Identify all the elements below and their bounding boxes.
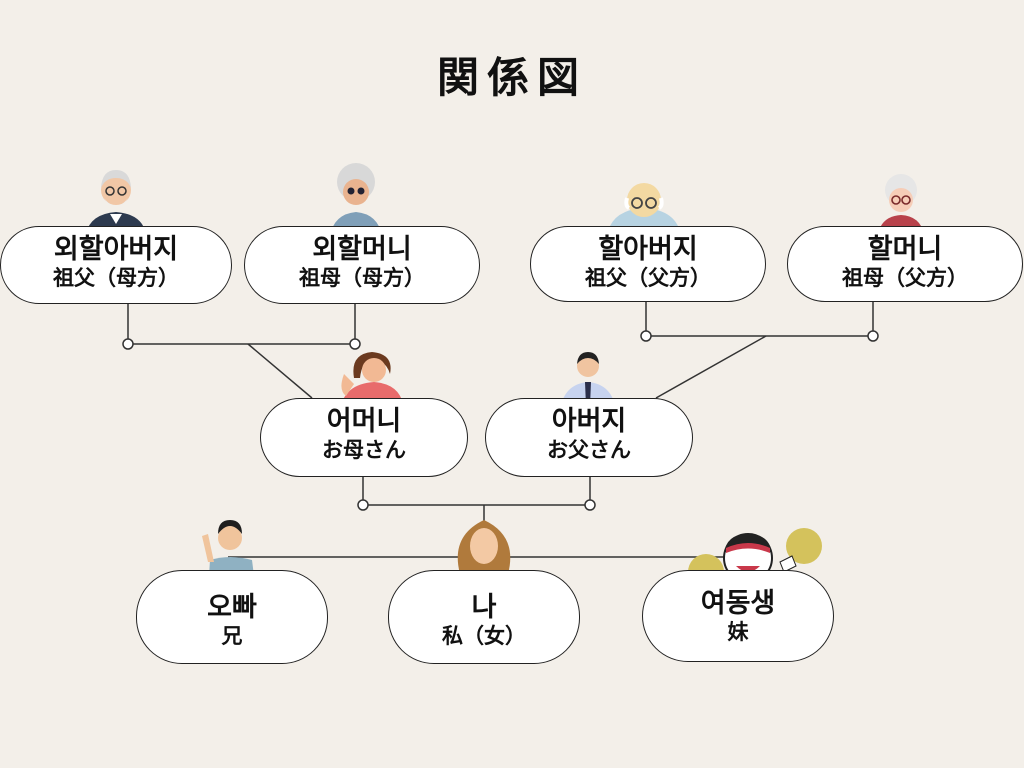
korean-label: 외할아버지 — [53, 234, 179, 265]
maternal-grandmother-node: 외할머니 祖母（母方） — [244, 226, 480, 304]
japanese-label: 私（女） — [442, 624, 526, 648]
grandmother-paternal-avatar — [878, 174, 924, 234]
korean-label: 여동생 — [700, 588, 776, 619]
korean-label: 오빠 — [207, 592, 257, 623]
grandfather-avatar — [86, 170, 146, 234]
japanese-label: 兄 — [221, 624, 243, 648]
grandmother-avatar — [330, 163, 382, 236]
japanese-label: 祖父（母方） — [53, 266, 179, 290]
korean-label: 어머니 — [326, 406, 402, 437]
korean-label: 할머니 — [867, 234, 943, 265]
japanese-label: 祖母（父方） — [842, 266, 968, 290]
japanese-label: 妹 — [727, 620, 749, 644]
japanese-label: 祖母（母方） — [299, 266, 425, 290]
page-title: 関係図 — [436, 53, 587, 102]
maternal-grandfather-node: 외할아버지 祖父（母方） — [0, 226, 232, 304]
younger-sister-node: 여동생 妹 — [642, 570, 834, 662]
korean-label: 아버지 — [551, 406, 627, 437]
korean-label: 나 — [471, 592, 497, 623]
japanese-label: お父さん — [547, 438, 631, 462]
older-brother-node: 오빠 兄 — [136, 570, 328, 664]
paternal-grandmother-node: 할머니 祖母（父方） — [787, 226, 1023, 302]
mother-node: 어머니 お母さん — [260, 398, 468, 477]
paternal-grandfather-node: 할아버지 祖父（父方） — [530, 226, 766, 302]
japanese-label: お母さん — [322, 438, 406, 462]
korean-label: 할아버지 — [598, 234, 698, 265]
me-node: 나 私（女） — [388, 570, 580, 664]
japanese-label: 祖父（父方） — [585, 266, 711, 290]
korean-label: 외할머니 — [312, 234, 412, 265]
father-node: 아버지 お父さん — [485, 398, 693, 477]
